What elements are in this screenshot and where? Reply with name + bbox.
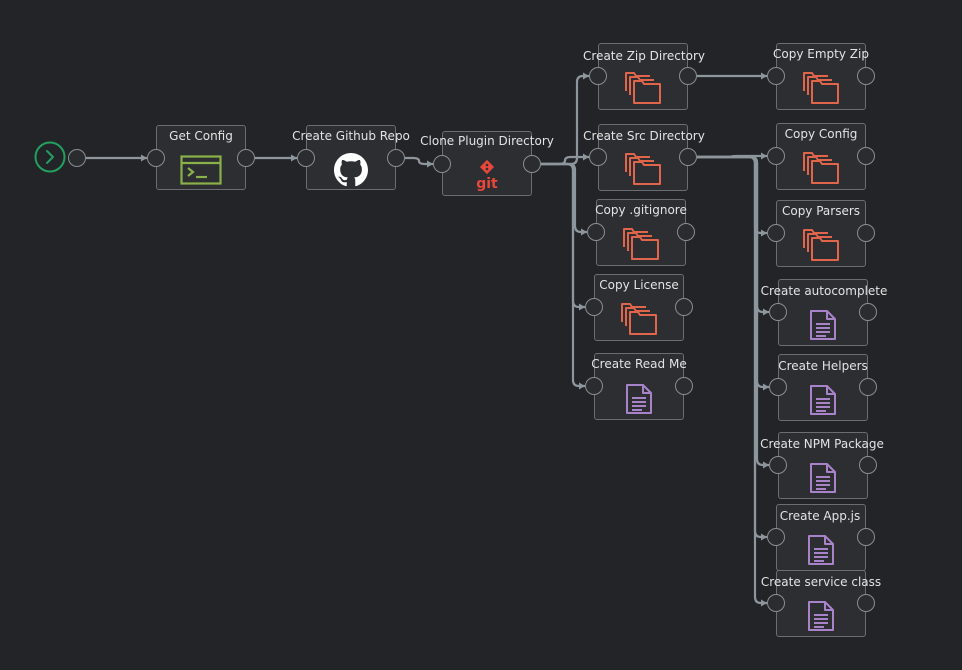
wire-arrowhead (761, 599, 767, 607)
input-port[interactable] (433, 155, 451, 173)
node-label: Copy Config (784, 127, 858, 141)
input-port[interactable] (589, 67, 607, 85)
wire-clone-plugin-directory-to-copy-license (541, 162, 585, 309)
output-port[interactable] (677, 223, 695, 241)
node-copy-license[interactable] (594, 274, 684, 341)
folders-icon (620, 302, 658, 336)
wire-arrowhead (761, 533, 767, 541)
wire-arrowhead (291, 154, 297, 162)
folders-icon (802, 151, 840, 185)
node-create-npm-package[interactable] (778, 432, 868, 499)
output-port[interactable] (857, 224, 875, 242)
output-port[interactable] (859, 303, 877, 321)
node-label: Get Config (169, 129, 233, 143)
wire-arrowhead (427, 160, 433, 168)
start-output-port[interactable] (68, 149, 86, 167)
input-port[interactable] (767, 67, 785, 85)
github-icon (334, 153, 368, 187)
folders-icon (624, 71, 662, 105)
input-port[interactable] (767, 528, 785, 546)
input-port[interactable] (769, 378, 787, 396)
start-trigger-icon[interactable] (34, 141, 66, 173)
wire-arrowhead (579, 382, 585, 390)
wire-arrowhead (583, 153, 589, 161)
git-icon: git (472, 159, 502, 193)
wire-create-src-directory-to-create-service-class (697, 155, 767, 605)
folders-icon (624, 152, 662, 186)
document-icon (809, 309, 837, 341)
node-create-read-me[interactable] (594, 353, 684, 420)
wire-arrowhead (581, 228, 587, 236)
document-icon (809, 384, 837, 416)
wire-arrowhead (763, 308, 769, 316)
node-label: Copy License (599, 278, 679, 292)
output-port[interactable] (237, 149, 255, 167)
node-label: Create Github Repo (292, 129, 410, 143)
folders-icon (802, 228, 840, 262)
input-port[interactable] (297, 149, 315, 167)
folders-icon (622, 227, 660, 261)
output-port[interactable] (387, 149, 405, 167)
wire-arrowhead (763, 461, 769, 469)
document-icon (807, 600, 835, 632)
wire-clone-plugin-directory-to-create-zip-directory (541, 74, 589, 166)
input-port[interactable] (585, 298, 603, 316)
node-label: Copy Parsers (781, 204, 861, 218)
output-port[interactable] (857, 528, 875, 546)
output-port[interactable] (859, 378, 877, 396)
wire-arrowhead (761, 152, 767, 160)
wire-arrowhead (141, 154, 147, 162)
node-label: Create Helpers (778, 359, 868, 373)
output-port[interactable] (523, 155, 541, 173)
input-port[interactable] (767, 147, 785, 165)
folders-icon (802, 71, 840, 105)
wire-arrowhead (761, 72, 767, 80)
document-icon (807, 534, 835, 566)
node-label: Create NPM Package (760, 437, 884, 451)
node-label: Copy Empty Zip (773, 47, 869, 61)
node-label: Create Zip Directory (583, 49, 705, 63)
output-port[interactable] (679, 67, 697, 85)
node-label: Clone Plugin Directory (420, 134, 554, 148)
node-label: Copy .gitignore (595, 203, 687, 217)
input-port[interactable] (769, 456, 787, 474)
document-icon (625, 383, 653, 415)
svg-text:git: git (476, 176, 498, 192)
input-port[interactable] (767, 594, 785, 612)
wire-arrowhead (583, 72, 589, 80)
input-port[interactable] (769, 303, 787, 321)
node-label: Create service class (760, 575, 882, 589)
output-port[interactable] (857, 67, 875, 85)
output-port[interactable] (679, 148, 697, 166)
node-create-autocomplete[interactable] (778, 279, 868, 346)
input-port[interactable] (585, 377, 603, 395)
wire-clone-plugin-directory-to-create-read-me (541, 162, 585, 388)
wire-create-src-directory-to-create-helpers (697, 155, 769, 389)
wire-create-src-directory-to-create-autocomplete (697, 155, 769, 314)
terminal-icon (180, 155, 222, 185)
input-port[interactable] (589, 148, 607, 166)
document-icon (809, 462, 837, 494)
node-label: Create Src Directory (583, 129, 705, 143)
input-port[interactable] (587, 223, 605, 241)
output-port[interactable] (857, 594, 875, 612)
output-port[interactable] (675, 298, 693, 316)
output-port[interactable] (675, 377, 693, 395)
output-port[interactable] (859, 456, 877, 474)
wire-arrowhead (763, 383, 769, 391)
output-port[interactable] (857, 147, 875, 165)
wire-clone-plugin-directory-to-copy-gitignore (541, 162, 587, 234)
wire-arrowhead (579, 303, 585, 311)
wire-arrowhead (761, 229, 767, 237)
node-label: Create App.js (779, 509, 861, 523)
node-label: Create autocomplete (760, 284, 888, 298)
input-port[interactable] (147, 149, 165, 167)
wire-create-github-repo-to-clone-plugin-directory (405, 156, 433, 166)
node-label: Create Read Me (591, 357, 687, 371)
input-port[interactable] (767, 224, 785, 242)
node-create-helpers[interactable] (778, 354, 868, 421)
